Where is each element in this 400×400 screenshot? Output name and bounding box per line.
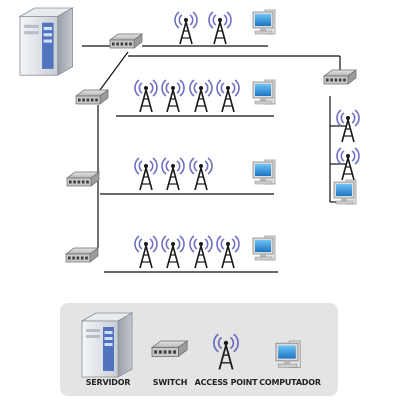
switch-icon [150,340,189,358]
access-point-icon [134,79,158,113]
access-point-icon [216,235,240,269]
legend-panel: SERVIDOR SWITCH ACCESS POINT COMPUTADOR [60,303,338,396]
computer-icon [252,235,276,261]
legend-label-switch: SWITCH [152,378,188,387]
connection-lines [82,45,346,273]
access-point-icon [189,235,213,269]
switch-icon [64,247,100,263]
access-point-icon [161,79,185,113]
legend-label-server: SERVIDOR [85,378,131,387]
access-point-icon [208,11,232,45]
access-point-icon [189,157,213,191]
computer-icon [252,79,276,105]
legend-label-computer: COMPUTADOR [259,378,321,387]
computer-icon [275,340,301,368]
server-icon [80,312,134,378]
switch-icon [65,171,101,187]
access-point-icon [213,333,239,370]
legend-label-access-point: ACCESS POINT [194,378,258,387]
switch-icon [108,33,144,49]
computer-icon [333,179,357,205]
switch-icon [74,89,110,105]
computer-icon [252,159,276,185]
link-top-to-second-row [99,51,129,91]
access-point-icon [336,147,360,181]
access-point-icon [216,79,240,113]
access-point-icon [174,11,198,45]
switch-icon [322,69,358,85]
access-point-icon [161,235,185,269]
access-point-icon [161,157,185,191]
legend-icons [80,312,301,378]
access-point-icon [134,157,158,191]
computer-icon [252,9,276,35]
access-point-icon [336,109,360,143]
server-icon [18,7,75,76]
access-point-icon [189,79,213,113]
access-point-icon [134,235,158,269]
